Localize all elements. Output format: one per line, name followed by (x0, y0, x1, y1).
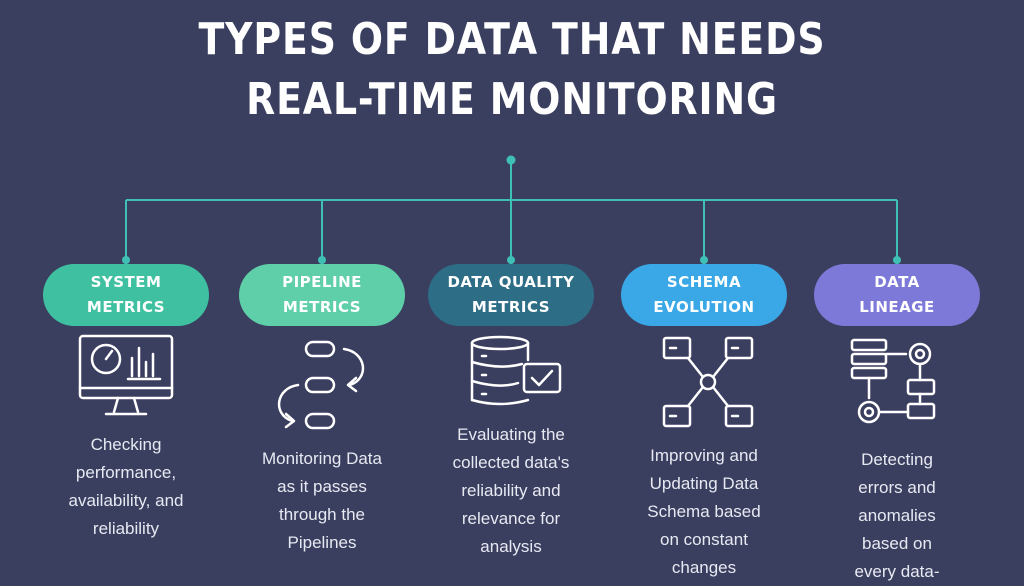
pipeline-flow-icon (277, 340, 365, 430)
schema-evolution-title-2: EVOLUTION (653, 298, 755, 316)
system-metrics-pill: SYSTEM METRICS (43, 264, 209, 326)
system-metrics-description: Checking performance, availability, and … (68, 435, 184, 538)
schema-network-icon (662, 336, 754, 428)
data-quality-metrics-title-2: METRICS (471, 298, 551, 316)
data-lineage-description: Detecting errors and anomalies based on … (854, 450, 940, 581)
lineage-flow-icon (850, 338, 936, 424)
connector-dot-2 (318, 256, 326, 264)
data-quality-metrics-description: Evaluating the collected data's reliabil… (452, 425, 570, 556)
connector-dot-4 (700, 256, 708, 264)
data-lineage-title-1: DATA (874, 273, 920, 291)
pipeline-metrics-description: Monitoring Data as it passes through the… (261, 449, 382, 552)
connector-dot-5 (893, 256, 901, 264)
pipeline-metrics-pill: PIPELINE METRICS (239, 264, 405, 326)
schema-evolution-description: Improving and Updating Data Schema based… (647, 446, 761, 577)
database-check-icon (470, 335, 562, 406)
monitor-dashboard-icon (78, 334, 174, 416)
system-metrics-title-1: SYSTEM (90, 273, 162, 291)
data-lineage-pill: DATA LINEAGE (814, 264, 980, 326)
pipeline-metrics-title-2: METRICS (282, 298, 362, 316)
connector-dot-3 (507, 256, 515, 264)
pipeline-metrics-title-1: PIPELINE (282, 273, 362, 291)
schema-evolution-pill: SCHEMA EVOLUTION (621, 264, 787, 326)
trunk-dot (506, 155, 516, 165)
title-line-1: TYPES OF DATA THAT NEEDS (198, 14, 826, 65)
title-line-2: REAL-TIME MONITORING (246, 74, 778, 125)
system-metrics-title-2: METRICS (86, 298, 166, 316)
data-lineage-title-2: LINEAGE (859, 298, 935, 316)
schema-evolution-title-1: SCHEMA (666, 273, 742, 291)
data-quality-metrics-pill: DATA QUALITY METRICS (428, 264, 594, 326)
data-quality-metrics-title-1: DATA QUALITY (447, 273, 575, 291)
connector-dot-1 (122, 256, 130, 264)
